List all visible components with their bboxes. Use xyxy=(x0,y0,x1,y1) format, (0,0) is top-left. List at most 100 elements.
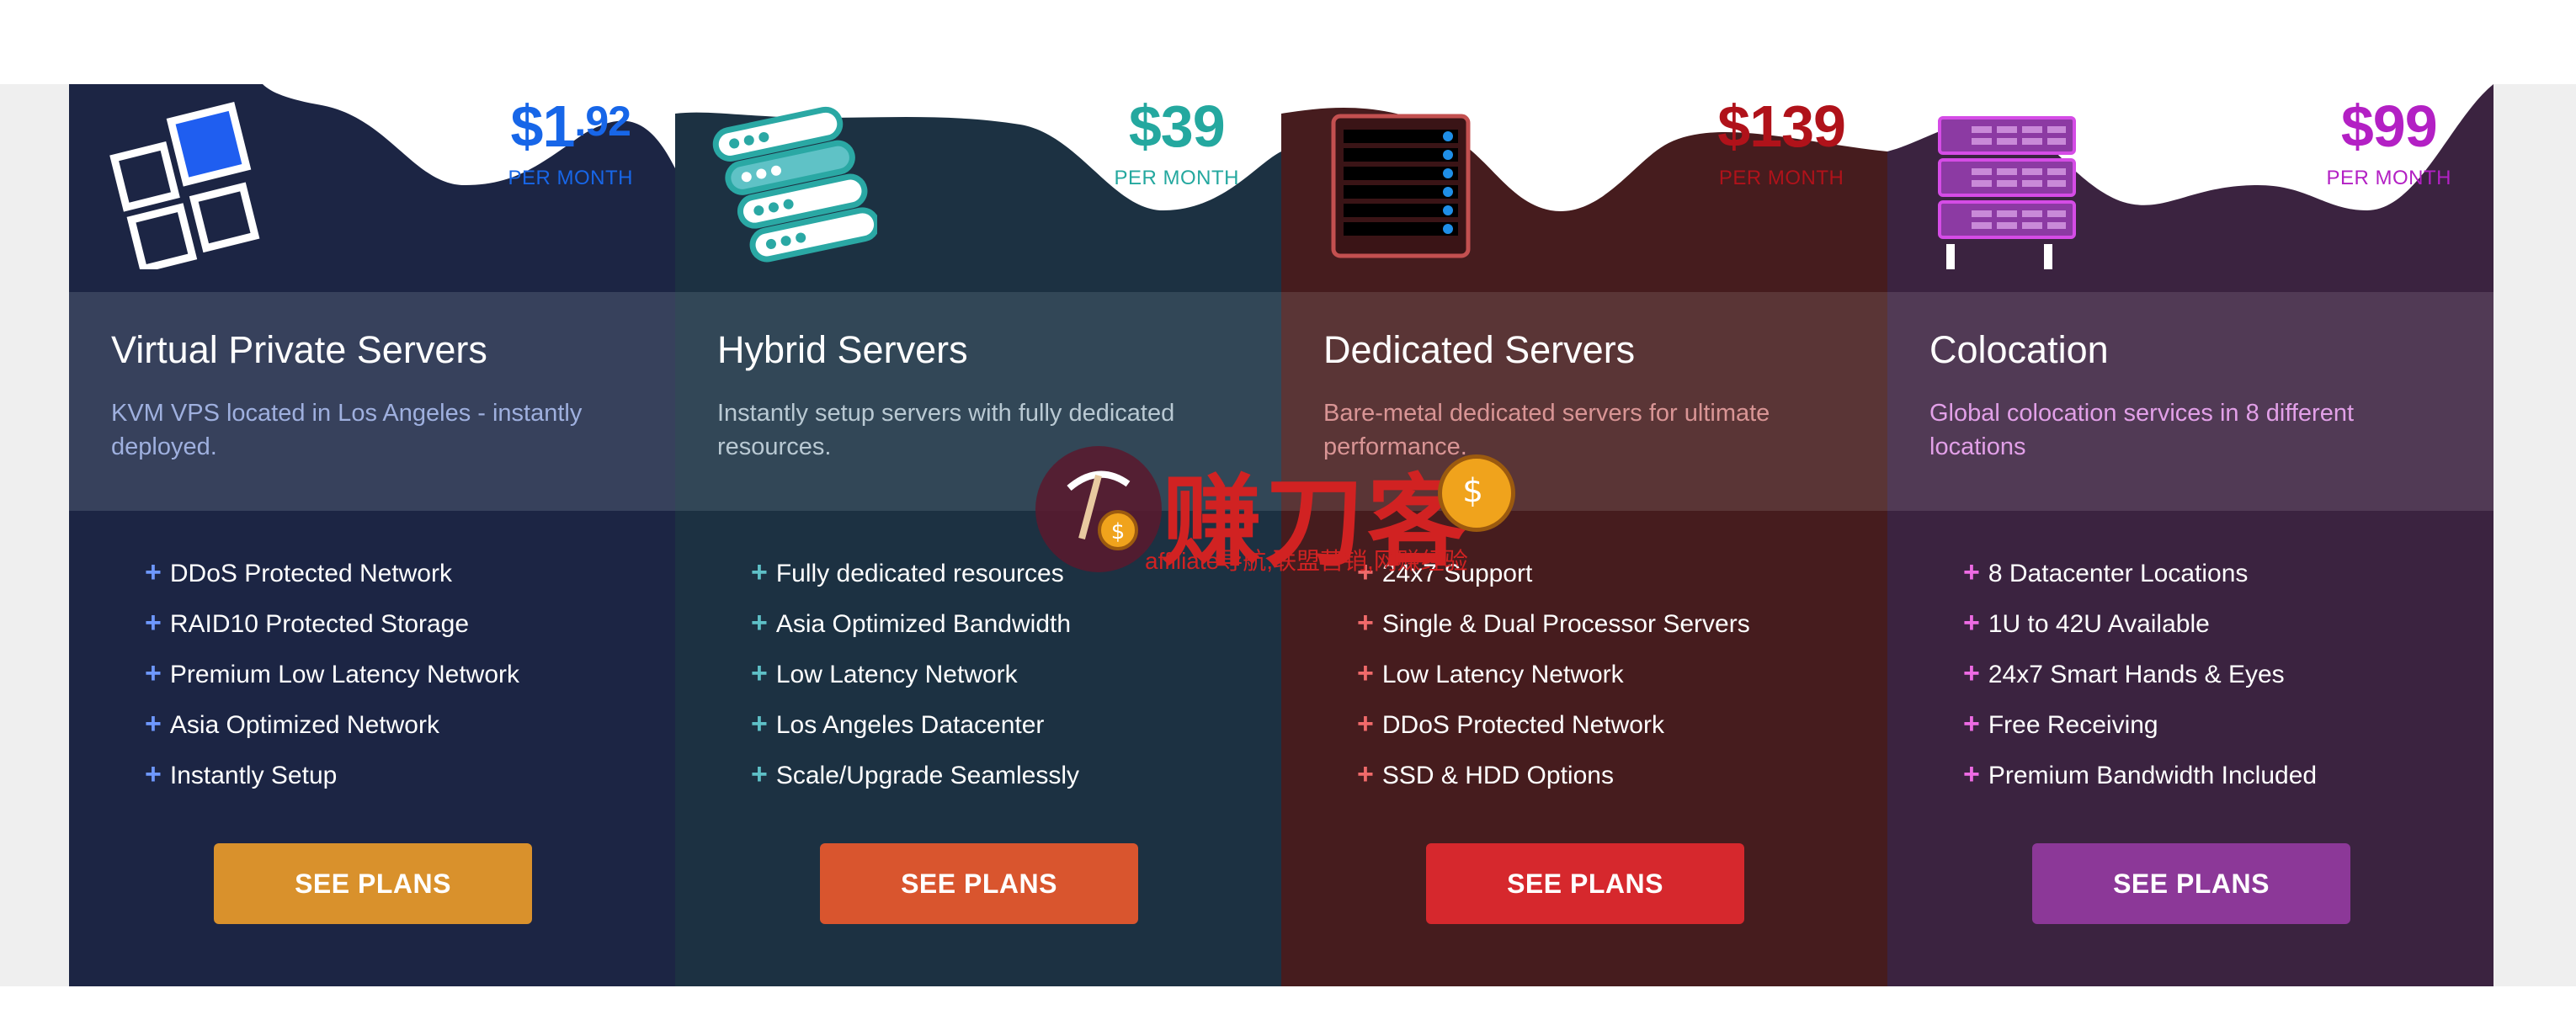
plus-icon: + xyxy=(145,657,162,689)
feature-item: +1U to 42U Available xyxy=(1963,598,2317,648)
plus-icon: + xyxy=(1963,607,1980,639)
price-block: $39 PER MONTH xyxy=(1115,91,1240,190)
see-plans-button-vps[interactable]: SEE PLANS xyxy=(214,843,532,924)
plus-icon: + xyxy=(1357,708,1374,740)
card-description: Instantly setup servers with fully dedic… xyxy=(717,400,1175,461)
see-plans-button-hybrid[interactable]: SEE PLANS xyxy=(820,843,1138,924)
card-description: Global colocation services in 8 differen… xyxy=(1929,400,2355,461)
feature-label: DDoS Protected Network xyxy=(169,560,452,587)
price-cents: .92 xyxy=(574,98,631,145)
card-dedicated: $139 PER MONTH Dedicated Servers Bare-me… xyxy=(1281,84,1887,986)
price-period: PER MONTH xyxy=(2326,167,2451,189)
server-rack-icon xyxy=(1921,101,2089,278)
feature-label: Fully dedicated resources xyxy=(775,560,1064,587)
price-main: $99 xyxy=(2340,93,2438,159)
see-plans-button-colocation[interactable]: SEE PLANS xyxy=(2032,843,2350,924)
feature-label: Instantly Setup xyxy=(169,762,338,789)
feature-item: + Low Latency Network xyxy=(751,648,1079,699)
feature-item: + Fully dedicated resources xyxy=(751,547,1079,598)
pickaxe-coin-icon: $ xyxy=(1035,446,1162,572)
card-header-band: Hybrid Servers Instantly setup servers w… xyxy=(675,292,1281,511)
card-title: Virtual Private Servers xyxy=(111,328,487,371)
plus-icon: + xyxy=(1963,758,1980,790)
feature-item: +Single & Dual Processor Servers xyxy=(1357,598,1750,648)
feature-list: +8 Datacenter Locations +1U to 42U Avail… xyxy=(1963,547,2317,800)
feature-label: Premium Bandwidth Included xyxy=(1988,762,2318,789)
vps-windows-icon xyxy=(103,101,271,274)
feature-label: Asia Optimized Network xyxy=(169,711,439,739)
price-amount: $139 xyxy=(1717,91,1846,162)
feature-label: SSD & HDD Options xyxy=(1381,762,1614,789)
feature-item: +Asia Optimized Network xyxy=(145,699,519,749)
plus-icon: + xyxy=(751,607,768,639)
plus-icon: + xyxy=(751,657,768,689)
feature-label: Los Angeles Datacenter xyxy=(775,711,1045,739)
card-vps: $1.92 PER MONTH Virtual Private Servers … xyxy=(69,84,675,986)
watermark-title: 赚刀客 xyxy=(1162,468,1471,578)
feature-label: Asia Optimized Bandwidth xyxy=(775,610,1072,638)
price-main: $39 xyxy=(1128,93,1226,159)
feature-list: +24x7 Support +Single & Dual Processor S… xyxy=(1357,547,1750,800)
feature-label: Premium Low Latency Network xyxy=(169,661,520,688)
plus-icon: + xyxy=(751,758,768,790)
card-description: Bare-metal dedicated servers for ultimat… xyxy=(1323,400,1770,461)
price-amount: $1.92 xyxy=(508,91,634,162)
feature-list: +DDoS Protected Network +RAID10 Protecte… xyxy=(145,547,519,800)
feature-item: + DDoS Protected Network xyxy=(145,547,519,598)
price-amount: $39 xyxy=(1115,91,1240,162)
feature-item: +Low Latency Network xyxy=(1357,648,1750,699)
feature-label: Low Latency Network xyxy=(775,661,1018,688)
feature-item: + SSD & HDD Options xyxy=(1357,749,1750,800)
price-block: $1.92 PER MONTH xyxy=(508,91,634,190)
price-period: PER MONTH xyxy=(1718,167,1844,189)
plus-icon: + xyxy=(1963,708,1980,740)
feature-item: +8 Datacenter Locations xyxy=(1963,547,2317,598)
price-amount: $99 xyxy=(2327,91,2452,162)
plus-icon: + xyxy=(1357,657,1374,689)
plus-icon: + xyxy=(1357,758,1374,790)
plus-icon: + xyxy=(1357,607,1374,639)
plus-icon: + xyxy=(145,708,162,740)
card-title: Colocation xyxy=(1929,328,2109,371)
plus-icon: + xyxy=(145,758,162,790)
feature-label: 24x7 Support xyxy=(1381,560,1533,587)
feature-label: 8 Datacenter Locations xyxy=(1988,560,2249,587)
card-hybrid: $39 PER MONTH Hybrid Servers Instantly s… xyxy=(675,84,1281,986)
plus-icon: + xyxy=(1963,657,1980,689)
plus-icon: + xyxy=(751,708,768,740)
feature-label: 1U to 42U Available xyxy=(1988,610,2210,638)
card-colocation: $99 PER MONTH Colocation Global colocati… xyxy=(1887,84,2494,986)
feature-item: + Premium Low Latency Network xyxy=(145,648,519,699)
feature-item: + Free Receiving xyxy=(1963,699,2317,749)
card-header-band: Dedicated Servers Bare-metal dedicated s… xyxy=(1281,292,1887,511)
feature-label: RAID10 Protected Storage xyxy=(169,610,470,638)
plus-icon: + xyxy=(1963,556,1980,588)
feature-item: + Premium Bandwidth Included xyxy=(1963,749,2317,800)
feature-label: 24x7 Smart Hands & Eyes xyxy=(1988,661,2285,688)
watermark: $ 赚刀客 $ affiliate导航,联盟营销,网赚经验 xyxy=(1035,446,1541,581)
feature-item: +RAID10 Protected Storage xyxy=(145,598,519,648)
price-block: $139 PER MONTH xyxy=(1717,91,1846,190)
svg-text:$: $ xyxy=(1111,519,1126,545)
plus-icon: + xyxy=(751,556,768,588)
card-header-band: Colocation Global colocation services in… xyxy=(1887,292,2494,511)
plus-icon: + xyxy=(145,556,162,588)
price-block: $99 PER MONTH xyxy=(2327,91,2452,190)
feature-item: +24x7 Smart Hands & Eyes xyxy=(1963,648,2317,699)
see-plans-button-dedicated[interactable]: SEE PLANS xyxy=(1426,843,1744,924)
feature-item: + Instantly Setup xyxy=(145,749,519,800)
card-description: KVM VPS located in Los Angeles - instant… xyxy=(111,400,583,461)
coin-icon: $ xyxy=(1438,454,1515,532)
svg-text:$: $ xyxy=(1462,473,1483,511)
price-period: PER MONTH xyxy=(508,167,633,189)
server-tower-icon xyxy=(1315,101,1483,269)
card-title: Hybrid Servers xyxy=(717,328,968,371)
feature-label: DDoS Protected Network xyxy=(1381,711,1664,739)
card-title: Dedicated Servers xyxy=(1323,328,1636,371)
plus-icon: + xyxy=(145,607,162,639)
card-header-band: Virtual Private Servers KVM VPS located … xyxy=(69,292,675,511)
price-period: PER MONTH xyxy=(1114,167,1239,189)
feature-list: +Fully dedicated resources +Asia Optimiz… xyxy=(751,547,1079,800)
feature-label: Free Receiving xyxy=(1988,711,2158,739)
pricing-cards: $1.92 PER MONTH Virtual Private Servers … xyxy=(69,84,2494,986)
